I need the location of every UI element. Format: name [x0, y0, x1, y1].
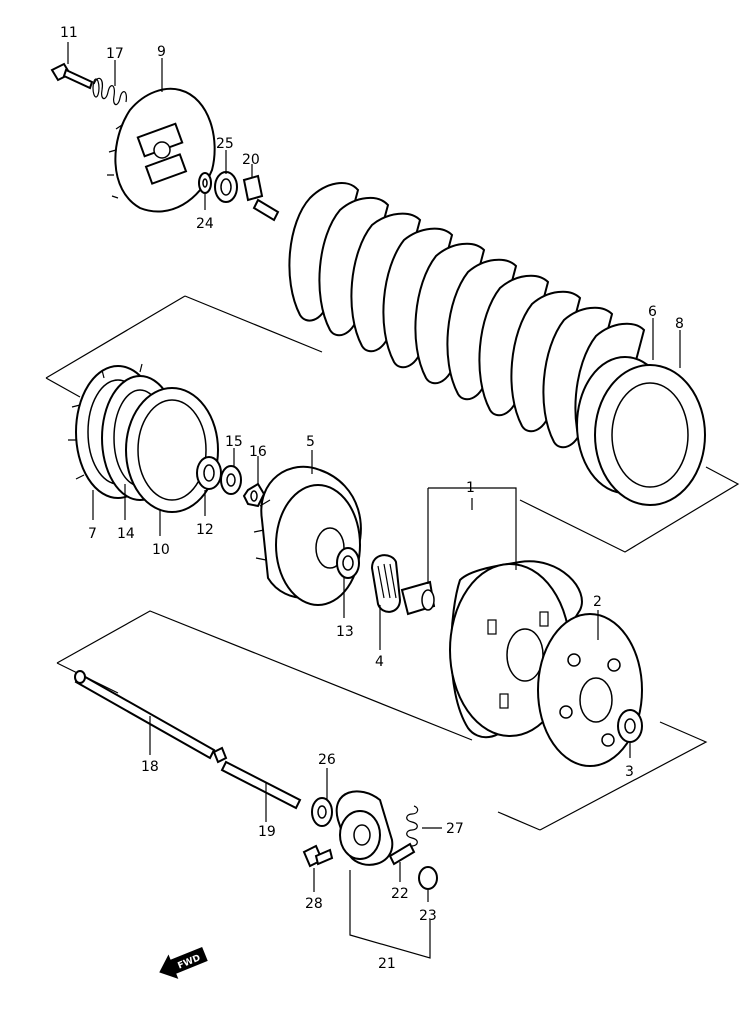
callout-9: 9 [157, 44, 166, 60]
callout-25: 25 [216, 136, 234, 152]
callout-labels: 11 17 9 25 20 24 6 8 15 16 5 1 7 14 10 1… [60, 25, 684, 972]
callout-19: 19 [258, 824, 276, 840]
callout-4: 4 [375, 654, 384, 670]
washer-24 [198, 172, 212, 194]
spacer-1 [400, 580, 436, 616]
callout-17: 17 [106, 46, 124, 62]
callout-16: 16 [249, 444, 267, 460]
callout-21: 21 [378, 956, 396, 972]
bearing-12 [196, 456, 222, 490]
washer-16 [242, 482, 266, 508]
oil-seal-26 [311, 797, 333, 827]
callout-12: 12 [196, 522, 214, 538]
callout-18: 18 [141, 759, 159, 775]
callout-27: 27 [446, 821, 464, 837]
callout-15: 15 [225, 434, 243, 450]
callout-11: 11 [60, 25, 78, 41]
washer-13 [336, 547, 360, 579]
assembly-frame-plates [45, 295, 740, 553]
sleeve-hub-5 [253, 465, 362, 606]
callout-22: 22 [391, 886, 409, 902]
washer-15 [220, 465, 242, 495]
callout-8: 8 [675, 316, 684, 332]
callout-13: 13 [336, 624, 354, 640]
callout-24: 24 [196, 216, 214, 232]
callout-10: 10 [152, 542, 170, 558]
needle-bearing-4 [370, 554, 402, 613]
callout-23: 23 [419, 908, 437, 924]
spring-27 [406, 805, 419, 847]
bolt-22 [388, 842, 416, 866]
callout-2: 2 [593, 594, 602, 610]
spring-17 [92, 77, 127, 106]
bolt-28 [302, 844, 334, 868]
callout-6: 6 [648, 304, 657, 320]
fwd-arrow-icon: FWD [159, 946, 208, 979]
callout-26: 26 [318, 752, 336, 768]
bearing-25 [214, 171, 238, 203]
callout-28: 28 [305, 896, 323, 912]
push-piece-20 [242, 174, 280, 222]
leader-lines [67, 42, 681, 959]
bolt-11 [50, 62, 94, 90]
push-rod-18 [74, 670, 216, 760]
callout-20: 20 [242, 152, 260, 168]
washer-3 [617, 709, 643, 743]
plate-10 [125, 387, 219, 513]
clutch-plate-stack [288, 182, 706, 506]
pressure-plate-9 [107, 87, 216, 213]
nut-23 [418, 866, 438, 890]
plate-2-disc [537, 613, 643, 767]
callout-7: 7 [88, 526, 97, 542]
callout-1: 1 [466, 480, 475, 496]
callout-5: 5 [306, 434, 315, 450]
release-cam-21 [335, 790, 394, 866]
callout-3: 3 [625, 764, 634, 780]
callout-14: 14 [117, 526, 135, 542]
push-rod-19 [212, 746, 302, 810]
